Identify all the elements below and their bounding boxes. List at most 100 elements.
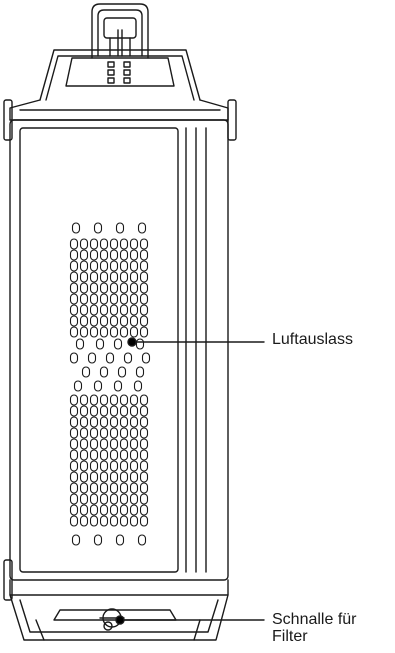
vent-slot bbox=[119, 493, 129, 505]
vent-slot bbox=[109, 260, 119, 272]
vent-slot bbox=[73, 380, 83, 392]
vent-slot bbox=[69, 238, 79, 250]
vent-slot bbox=[79, 304, 89, 316]
vent-slot bbox=[79, 449, 89, 461]
vent-slot bbox=[99, 394, 109, 406]
top-handle bbox=[91, 3, 149, 84]
vent-slot bbox=[89, 282, 99, 294]
vent-slot bbox=[89, 271, 99, 283]
vent-slot bbox=[89, 427, 99, 439]
vent-slot bbox=[89, 460, 99, 472]
vent-slot bbox=[109, 282, 119, 294]
vent-slot bbox=[139, 416, 149, 428]
filter-buckle-label: Schnalle für Filter bbox=[272, 611, 357, 645]
vent-slot bbox=[139, 315, 149, 327]
vent-slot bbox=[99, 493, 109, 505]
vent-slot bbox=[89, 293, 99, 305]
filter-buckle-marker-dot bbox=[115, 615, 125, 625]
filter-buckle-label-line-2: Filter bbox=[272, 628, 308, 645]
vent-slot bbox=[119, 427, 129, 439]
vent-slot bbox=[89, 449, 99, 461]
vent-slot bbox=[69, 282, 79, 294]
vent-slot bbox=[119, 315, 129, 327]
vent-slot bbox=[129, 260, 139, 272]
vent-slot bbox=[89, 304, 99, 316]
vent-slot bbox=[71, 534, 81, 546]
vent-slot bbox=[109, 493, 119, 505]
vent-slot bbox=[93, 222, 103, 234]
vent-slot bbox=[99, 260, 109, 272]
vent-slot bbox=[139, 438, 149, 450]
vent-slot bbox=[69, 352, 79, 364]
vent-slot bbox=[139, 260, 149, 272]
vent-slot bbox=[129, 394, 139, 406]
vent-slot bbox=[139, 504, 149, 516]
vent-slot bbox=[119, 449, 129, 461]
vent-slot bbox=[109, 427, 119, 439]
vent-slot bbox=[109, 460, 119, 472]
vent-slot bbox=[109, 504, 119, 516]
vent-slot bbox=[87, 352, 97, 364]
vent-slot bbox=[139, 405, 149, 417]
vent-slot bbox=[123, 352, 133, 364]
vent-slot bbox=[129, 293, 139, 305]
vent-slot bbox=[69, 515, 79, 527]
vent-slot bbox=[139, 427, 149, 439]
vent-slot bbox=[115, 534, 125, 546]
vent-slot bbox=[129, 304, 139, 316]
vent-slot bbox=[69, 326, 79, 338]
vent-slot bbox=[129, 271, 139, 283]
bottom-base bbox=[9, 594, 229, 641]
vent-slot bbox=[69, 405, 79, 417]
vent-slot bbox=[139, 394, 149, 406]
vent-slot bbox=[109, 515, 119, 527]
vent-slot bbox=[89, 515, 99, 527]
vent-slot bbox=[109, 482, 119, 494]
vent-slot bbox=[115, 222, 125, 234]
vent-slot bbox=[99, 326, 109, 338]
vent-slot bbox=[139, 482, 149, 494]
vent-slot bbox=[99, 366, 109, 378]
vent-slot bbox=[75, 338, 85, 350]
vent-slot bbox=[109, 293, 119, 305]
vent-slot bbox=[79, 482, 89, 494]
vent-slot bbox=[139, 515, 149, 527]
vent-slot bbox=[79, 293, 89, 305]
vent-slot bbox=[119, 405, 129, 417]
vent-slot bbox=[99, 427, 109, 439]
vent-slot bbox=[135, 338, 145, 350]
callout-lines bbox=[115, 337, 265, 625]
vent-slot bbox=[129, 405, 139, 417]
vent-slot bbox=[119, 271, 129, 283]
vent-slot bbox=[109, 471, 119, 483]
vent-slot bbox=[109, 315, 119, 327]
vent-slot bbox=[69, 249, 79, 261]
vent-slot bbox=[109, 271, 119, 283]
vent-slot bbox=[99, 482, 109, 494]
vent-slot bbox=[99, 515, 109, 527]
vent-slot bbox=[99, 293, 109, 305]
vent-slot bbox=[79, 282, 89, 294]
vent-slot bbox=[69, 260, 79, 272]
vent-slot bbox=[129, 438, 139, 450]
vent-slot bbox=[69, 471, 79, 483]
vent-slot bbox=[69, 315, 79, 327]
vent-slot bbox=[139, 249, 149, 261]
vent-slot bbox=[109, 405, 119, 417]
vent-slot bbox=[99, 471, 109, 483]
vent-slot bbox=[119, 293, 129, 305]
vent-slot bbox=[69, 493, 79, 505]
vent-slot bbox=[99, 249, 109, 261]
vent-slot bbox=[89, 504, 99, 516]
vent-slot bbox=[79, 493, 89, 505]
vent-slot bbox=[129, 449, 139, 461]
filter-buckle-label-line-1: Schnalle für bbox=[272, 611, 357, 628]
vent-slot bbox=[89, 471, 99, 483]
main-body bbox=[9, 119, 229, 596]
vent-slot bbox=[129, 249, 139, 261]
vent-slot bbox=[109, 394, 119, 406]
vent-slot bbox=[69, 438, 79, 450]
vent-slot bbox=[69, 304, 79, 316]
